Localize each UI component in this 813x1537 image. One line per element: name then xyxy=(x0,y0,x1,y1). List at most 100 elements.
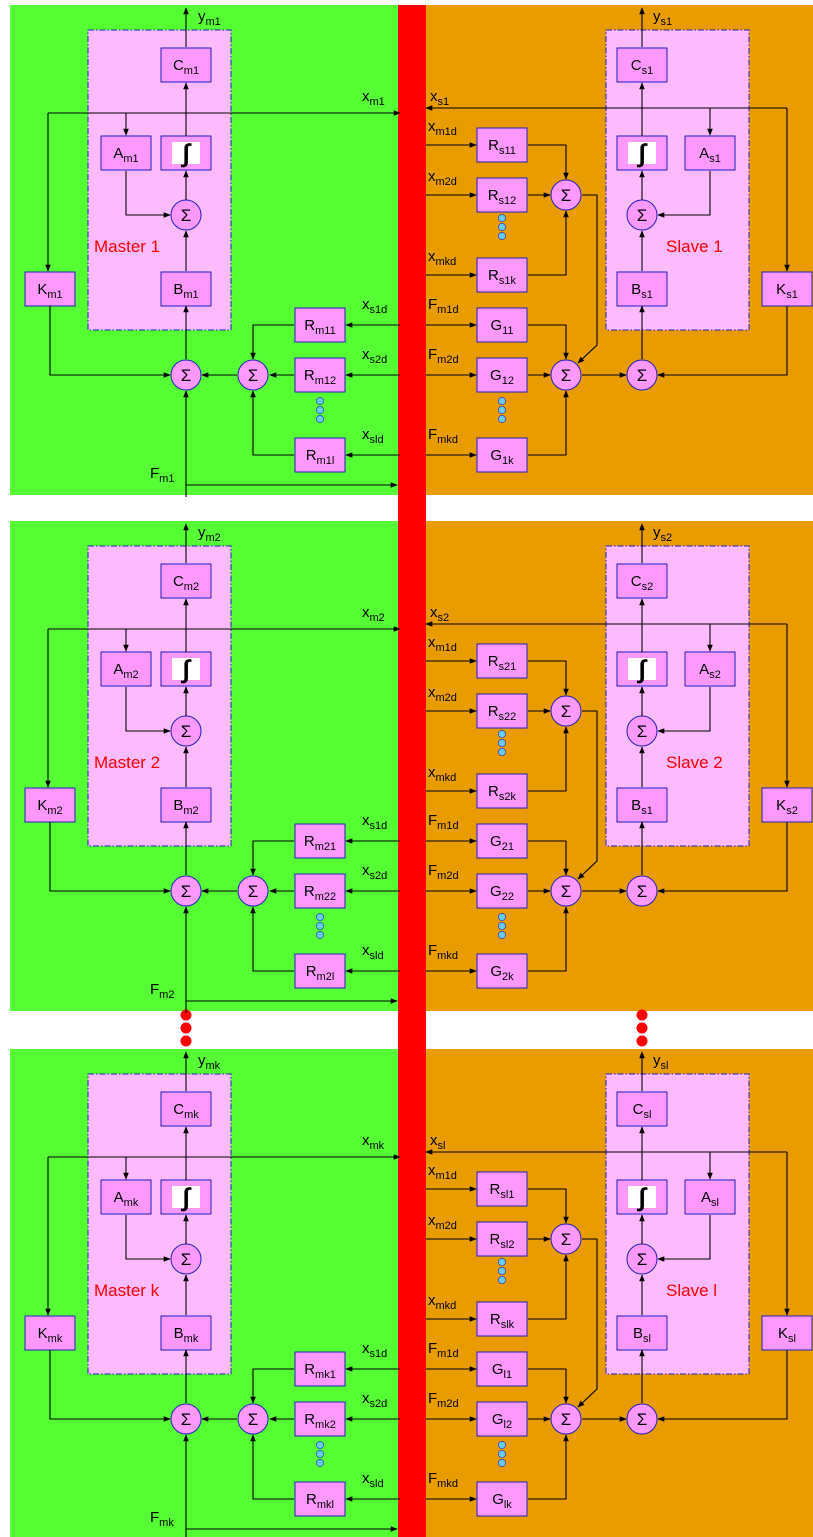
signal-line xyxy=(657,687,711,734)
sigma-icon: Σ xyxy=(181,1410,192,1429)
ellipsis-dot xyxy=(316,913,324,921)
signal-line xyxy=(657,306,788,378)
integral-icon: ∫ xyxy=(180,654,191,684)
master-state-label: xm1 xyxy=(362,88,385,108)
master-R-block-label: Rm22 xyxy=(304,883,336,903)
slave-G-block-box xyxy=(476,1351,528,1387)
ellipsis-dot xyxy=(498,931,506,939)
master-R-block-box xyxy=(294,953,346,989)
signal-line xyxy=(49,306,171,378)
ellipsis-dot xyxy=(498,223,506,231)
slave-G-block-label: Glk xyxy=(492,1491,512,1511)
ellipsis-dot xyxy=(498,1459,506,1467)
ellipsis-dot xyxy=(498,1267,506,1275)
signal-line xyxy=(125,1215,171,1262)
master-R-block-label: Rm2l xyxy=(306,963,335,983)
sigma-icon: Σ xyxy=(561,702,572,721)
slave-G-block-label: G22 xyxy=(490,883,514,903)
signal-line xyxy=(49,1350,171,1422)
master-C-block-box xyxy=(160,1091,212,1127)
ellipsis-dot xyxy=(498,406,506,414)
signal-line xyxy=(657,1215,711,1262)
slave-G-block-label: G1k xyxy=(490,447,514,467)
master-R-block-box xyxy=(294,357,346,393)
ellipsis-dot xyxy=(498,1441,506,1449)
signal-line xyxy=(250,324,294,360)
slave-K-block-label: Ks1 xyxy=(776,281,798,301)
slave-delayed-state-label: xsld xyxy=(362,942,384,962)
ellipsis-dot xyxy=(498,1276,506,1284)
signal-line xyxy=(528,1188,569,1224)
master-A-block-label: Amk xyxy=(114,1189,139,1209)
integral-icon: ∫ xyxy=(180,1182,191,1212)
master-K-block-label: Km1 xyxy=(37,281,62,301)
master-C-block-label: Cmk xyxy=(173,1101,199,1121)
signal-line xyxy=(528,660,569,696)
ellipsis-dot xyxy=(316,922,324,930)
slave-R-block-label: Rs1k xyxy=(488,267,516,287)
slave-K-block-label: Ks2 xyxy=(776,797,798,817)
slave-R-block-label: Rs12 xyxy=(488,187,517,207)
signal-line xyxy=(528,390,569,456)
master-R-block-label: Rm11 xyxy=(304,317,335,337)
sigma-icon: Σ xyxy=(637,882,648,901)
ellipsis-dot xyxy=(316,1450,324,1458)
master-A-block-box xyxy=(100,651,152,687)
slave-title: Slave 1 xyxy=(666,237,723,256)
master-delayed-force-label: Fm2d xyxy=(428,862,459,882)
signal-line xyxy=(577,194,598,364)
master-R-block-box xyxy=(294,1401,346,1437)
integrator-face xyxy=(172,142,200,164)
slave-state-label: xs1 xyxy=(430,88,449,108)
signal-line xyxy=(528,1434,569,1500)
master-input-sum xyxy=(170,359,202,391)
slave-K-block-box xyxy=(761,1315,813,1351)
integral-icon: ∫ xyxy=(636,654,647,684)
master-delayed-state-label: xm1d xyxy=(428,118,457,138)
slave-output-label: ys2 xyxy=(653,524,672,544)
slave-output-label: ysl xyxy=(653,1052,668,1072)
sigma-icon: Σ xyxy=(181,882,192,901)
master-R-block-label: Rmk2 xyxy=(304,1411,336,1431)
master-R-block-box xyxy=(294,823,346,859)
slave-R-block-label: Rs22 xyxy=(488,703,517,723)
slave-delayed-state-label: xsld xyxy=(362,426,384,446)
master-K-block-label: Kmk xyxy=(38,1325,63,1345)
ellipsis-dot xyxy=(316,1441,324,1449)
integrator-face xyxy=(172,1186,200,1208)
slave-G-block-label: Gl2 xyxy=(492,1411,512,1431)
row-ellipsis-dot xyxy=(636,1035,648,1047)
master-R-block-box xyxy=(294,307,346,343)
slave-B-block-label: Bsl xyxy=(633,1325,651,1345)
master-output-label: ym2 xyxy=(198,524,221,544)
master-delayed-force-label: Fmkd xyxy=(428,426,458,446)
integrator-face xyxy=(628,1186,656,1208)
master-delayed-force-label: Fm2d xyxy=(428,1390,459,1410)
sigma-icon: Σ xyxy=(248,366,259,385)
slave-delayed-state-label: xs2d xyxy=(362,1390,387,1410)
signal-line xyxy=(528,210,569,276)
slave-R-block-label: Rsl2 xyxy=(490,1231,515,1251)
sigma-icon: Σ xyxy=(181,1250,192,1269)
sigma-icon: Σ xyxy=(248,1410,259,1429)
slave-R-block-box xyxy=(476,643,528,679)
slave-G-block-box xyxy=(476,1481,528,1517)
signal-line xyxy=(657,1350,788,1422)
master-R-block-label: Rm12 xyxy=(304,367,336,387)
row-ellipsis-dot xyxy=(180,1022,192,1034)
ellipsis-dot xyxy=(498,739,506,747)
master-input-sum xyxy=(170,1403,202,1435)
slave-R-block-box xyxy=(476,127,528,163)
ellipsis-dot xyxy=(316,1459,324,1467)
slave-R-block-box xyxy=(476,693,528,729)
slave-A-block-label: Asl xyxy=(701,1189,719,1209)
master-B-block-box xyxy=(160,787,212,823)
slave-coupling-sum xyxy=(550,695,582,727)
master-A-block-label: Am1 xyxy=(113,145,138,165)
slave-delayed-state-label: xs1d xyxy=(362,812,387,832)
master-delayed-state-label: xm2d xyxy=(428,168,457,188)
master-R-block-label: Rmkl xyxy=(306,1491,334,1511)
ellipsis-dot xyxy=(498,730,506,738)
master-R-block-box xyxy=(294,1351,346,1387)
